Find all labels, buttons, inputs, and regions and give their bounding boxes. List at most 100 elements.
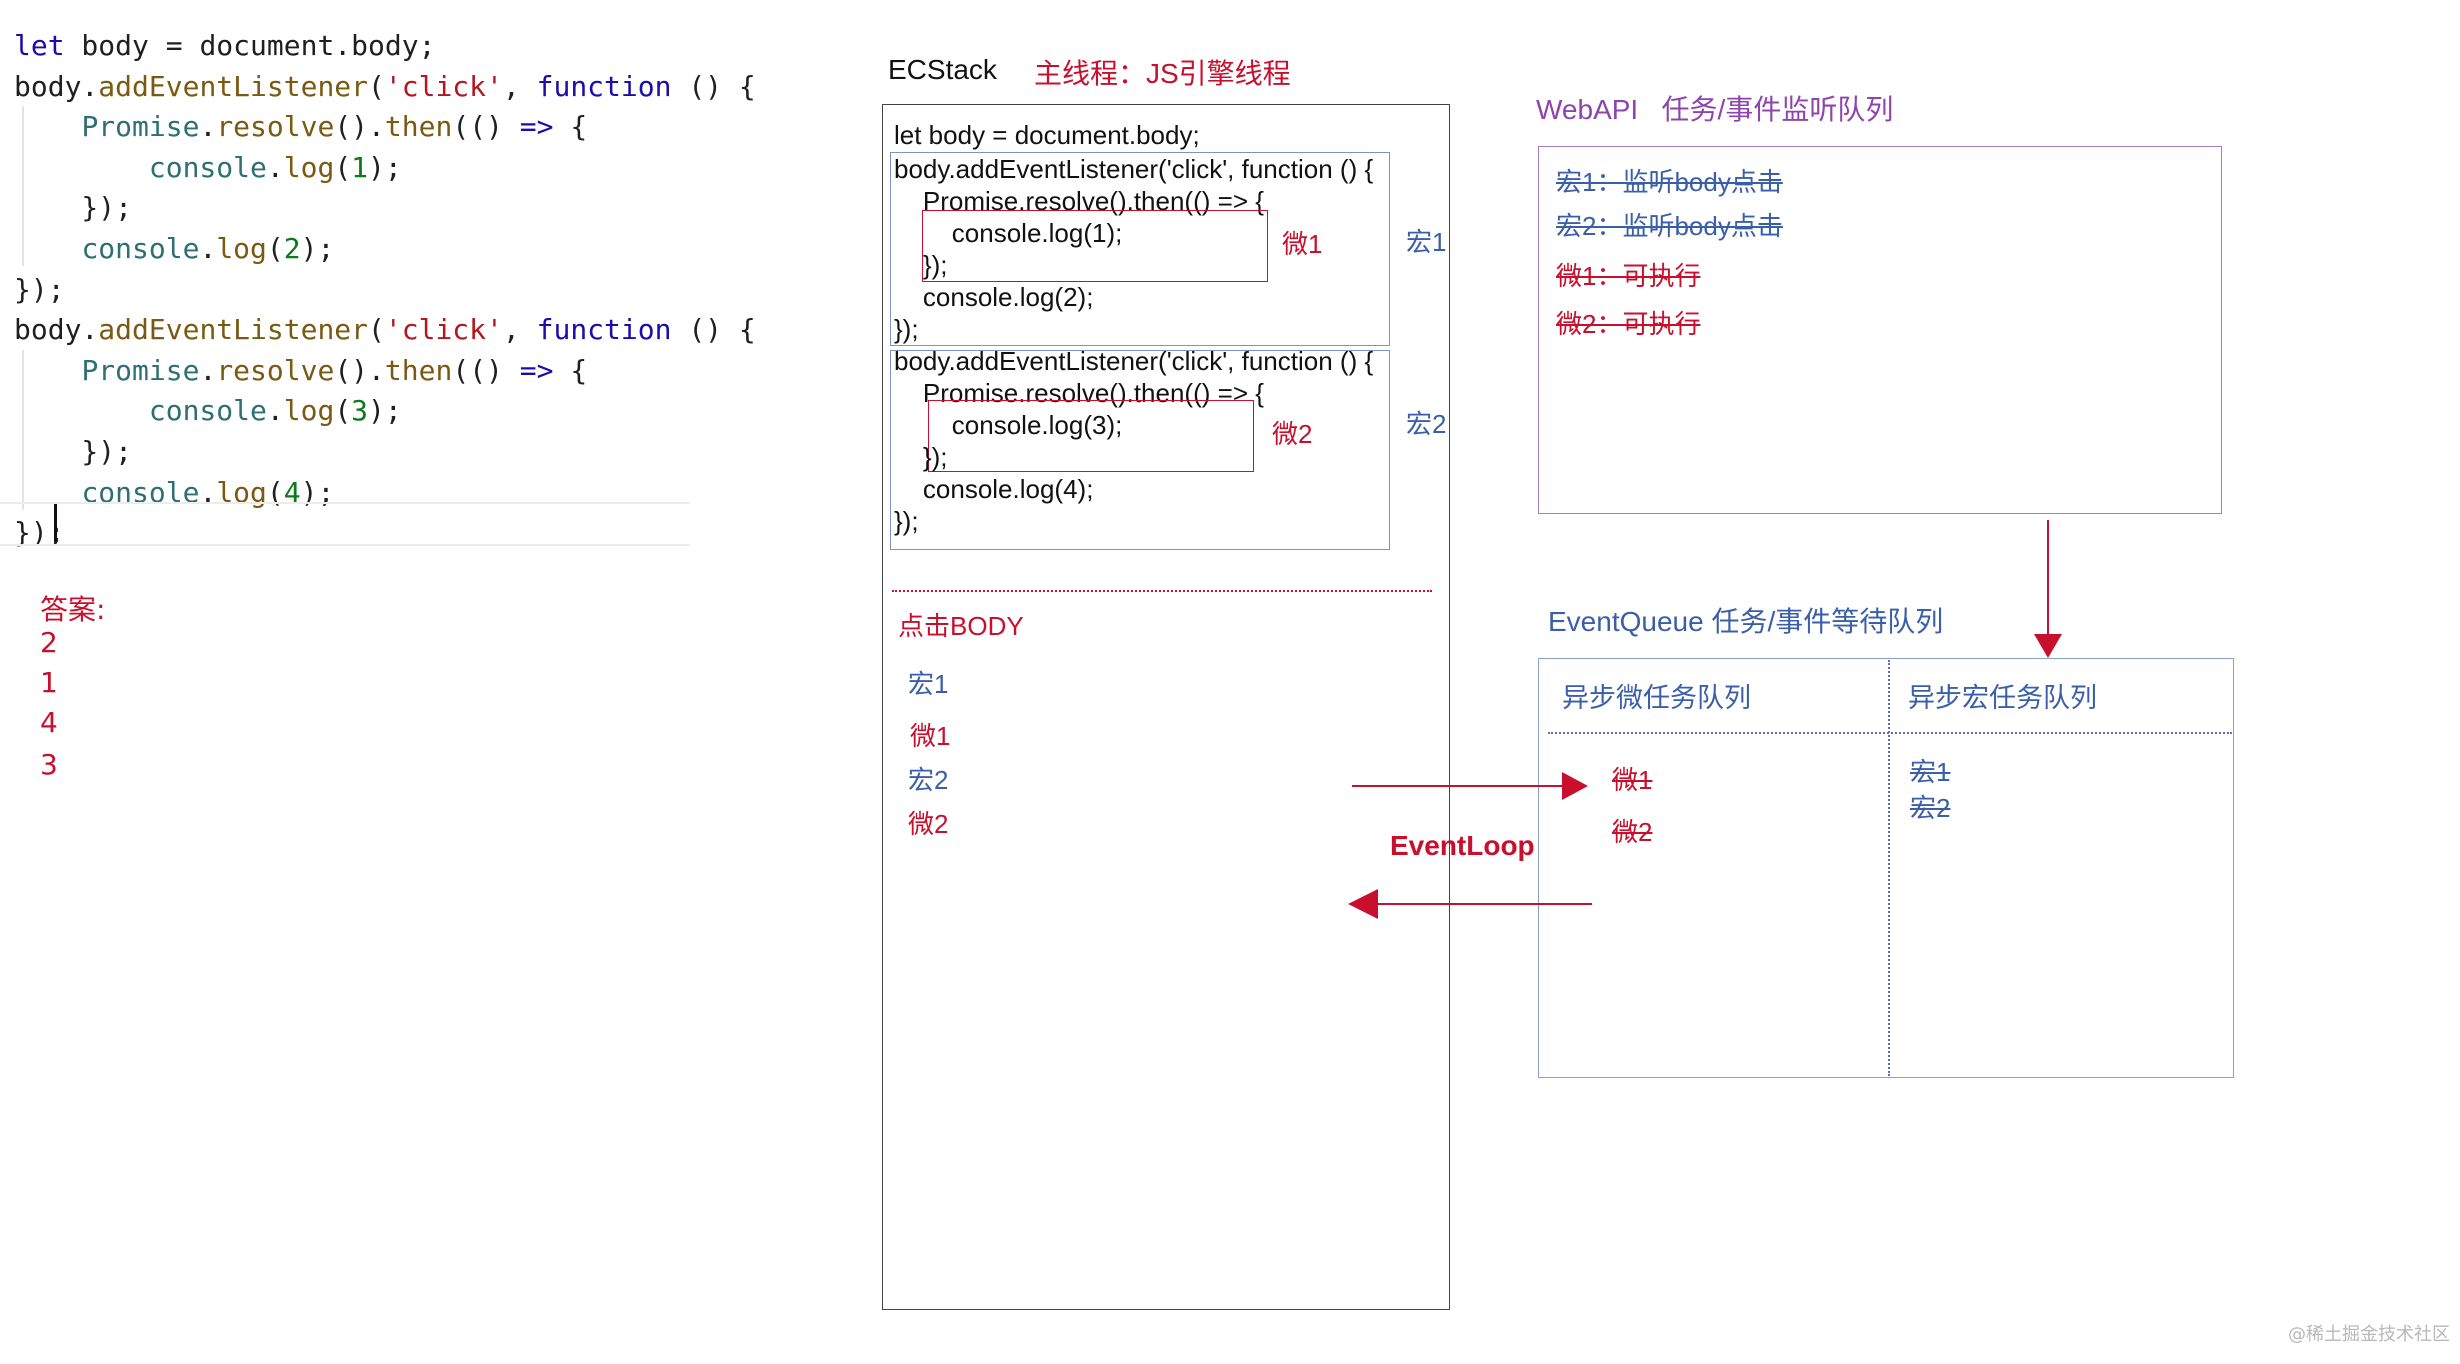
code-token: let — [14, 29, 65, 62]
webapi-title: WebAPI 任务/事件监听队列 — [1536, 94, 1894, 125]
click-body-label: 点击BODY — [898, 611, 1024, 641]
exec-order-item: 宏1 — [908, 669, 949, 699]
code-line: }); — [894, 506, 919, 536]
code-line: }); — [894, 314, 919, 344]
eventqueue-frame — [1538, 658, 2234, 1078]
code-line: console.log(1); — [894, 218, 1123, 248]
code-token: 2 — [283, 232, 301, 265]
code-token: resolve — [216, 353, 335, 387]
code-token: () { — [671, 313, 756, 347]
code-token: ( — [334, 394, 352, 428]
code-token: { — [553, 110, 588, 144]
code-line: body.addEventListener('click', function … — [14, 310, 756, 350]
micro-label-2: 微2 — [1272, 419, 1313, 449]
code-token: . — [266, 150, 284, 184]
micro-queue-header: 异步微任务队列 — [1562, 683, 1751, 713]
code-token: }); — [14, 435, 133, 468]
code-token: ( — [368, 69, 385, 103]
webapi-item: 微2：可执行 — [1556, 309, 1701, 339]
answer-label: 答案: — [40, 593, 106, 626]
macro-block-2 — [890, 350, 1390, 550]
code-token: function — [536, 69, 672, 103]
exec-order-item: 微2 — [908, 809, 949, 839]
indent-guide — [22, 106, 24, 266]
answer-value: 3 — [40, 748, 58, 781]
webapi-to-queue-arrow — [2034, 520, 2062, 658]
queue-header-divider — [1548, 732, 2232, 734]
code-token: then — [384, 353, 453, 387]
code-line: console.log(2); — [894, 282, 1094, 312]
code-line: Promise.resolve().then(() => { — [894, 186, 1264, 216]
ecstack-frame — [882, 104, 1450, 1310]
code-token: ( — [368, 313, 385, 347]
code-token: (() — [452, 353, 520, 387]
code-token: resolve — [216, 110, 335, 144]
macro-label-1: 宏1 — [1406, 227, 1447, 257]
answer-value: 2 — [40, 626, 58, 659]
code-token: , — [502, 69, 537, 103]
webapi-item: 宏1：监听body点击 — [1556, 167, 1783, 197]
eventloop-return-arrow — [1348, 889, 1592, 919]
code-token: ( — [266, 232, 284, 265]
code-line: body.addEventListener('click', function … — [894, 346, 1374, 376]
code-token: ( — [334, 150, 352, 184]
code-token: then — [384, 110, 453, 144]
code-token: , — [502, 313, 537, 347]
code-line: console.log(4); — [894, 474, 1094, 504]
code-token: 4 — [283, 475, 301, 509]
code-line: console.log(1); — [14, 148, 402, 188]
code-token: 3 — [351, 394, 369, 428]
macro-queue-item: 宏2 — [1910, 793, 1951, 823]
eventloop-label: EventLoop — [1390, 830, 1535, 861]
code-token: . — [199, 110, 217, 144]
macro-queue-header: 异步宏任务队列 — [1908, 683, 2097, 713]
code-token: ); — [368, 394, 402, 428]
webapi-item: 微1：可执行 — [1556, 261, 1701, 291]
exec-order-item: 宏2 — [908, 765, 949, 795]
code-token: . — [266, 394, 284, 428]
code-token: body. — [14, 69, 99, 103]
code-line: Promise.resolve().then(() => { — [894, 378, 1264, 408]
code-token: => — [519, 110, 554, 144]
code-token: function — [536, 313, 672, 347]
answer-value: 4 — [40, 706, 58, 739]
code-token: ); — [300, 232, 335, 265]
code-token: { — [553, 353, 588, 387]
code-token: body = document.body; — [64, 29, 436, 62]
code-token: . — [199, 232, 217, 265]
code-line: }); — [14, 188, 132, 228]
code-line: Promise.resolve().then(() => { — [14, 351, 587, 391]
code-line: console.log(3); — [894, 410, 1123, 440]
ecstack-title: ECStack — [888, 54, 997, 85]
code-line: }); — [894, 442, 948, 472]
indent-guide — [22, 350, 24, 510]
code-line: body.addEventListener('click', function … — [14, 67, 756, 107]
ecstack-subtitle: 主线程：JS引擎线程 — [1034, 58, 1291, 89]
code-token: log — [283, 394, 335, 428]
code-line: }); — [14, 432, 132, 472]
code-line: console.log(2); — [14, 229, 334, 269]
code-token: (). — [334, 110, 385, 144]
code-token: () { — [671, 69, 756, 103]
to-micro-queue-arrow — [1352, 772, 1588, 800]
micro-queue-item: 微1 — [1612, 765, 1653, 795]
code-token: log — [283, 150, 335, 184]
micro-box-1 — [922, 210, 1268, 282]
code-token: ); — [368, 150, 402, 184]
queue-column-divider — [1888, 660, 1890, 1076]
code-token: console — [148, 394, 267, 428]
macro-label-2: 宏2 — [1406, 409, 1447, 439]
webapi-item: 宏2：监听body点击 — [1556, 211, 1783, 241]
code-token: 'click' — [384, 313, 503, 347]
macro-queue-item: 宏1 — [1910, 757, 1951, 787]
current-line-highlight — [0, 502, 690, 546]
code-token: log — [216, 232, 267, 265]
code-line: }); — [894, 250, 948, 280]
code-line: let body = document.body; — [894, 120, 1200, 150]
text-caret — [54, 504, 57, 542]
macro-block-1 — [890, 152, 1390, 346]
code-line: }); — [14, 270, 65, 310]
code-token: }); — [14, 191, 133, 225]
code-token: ( — [266, 475, 284, 509]
